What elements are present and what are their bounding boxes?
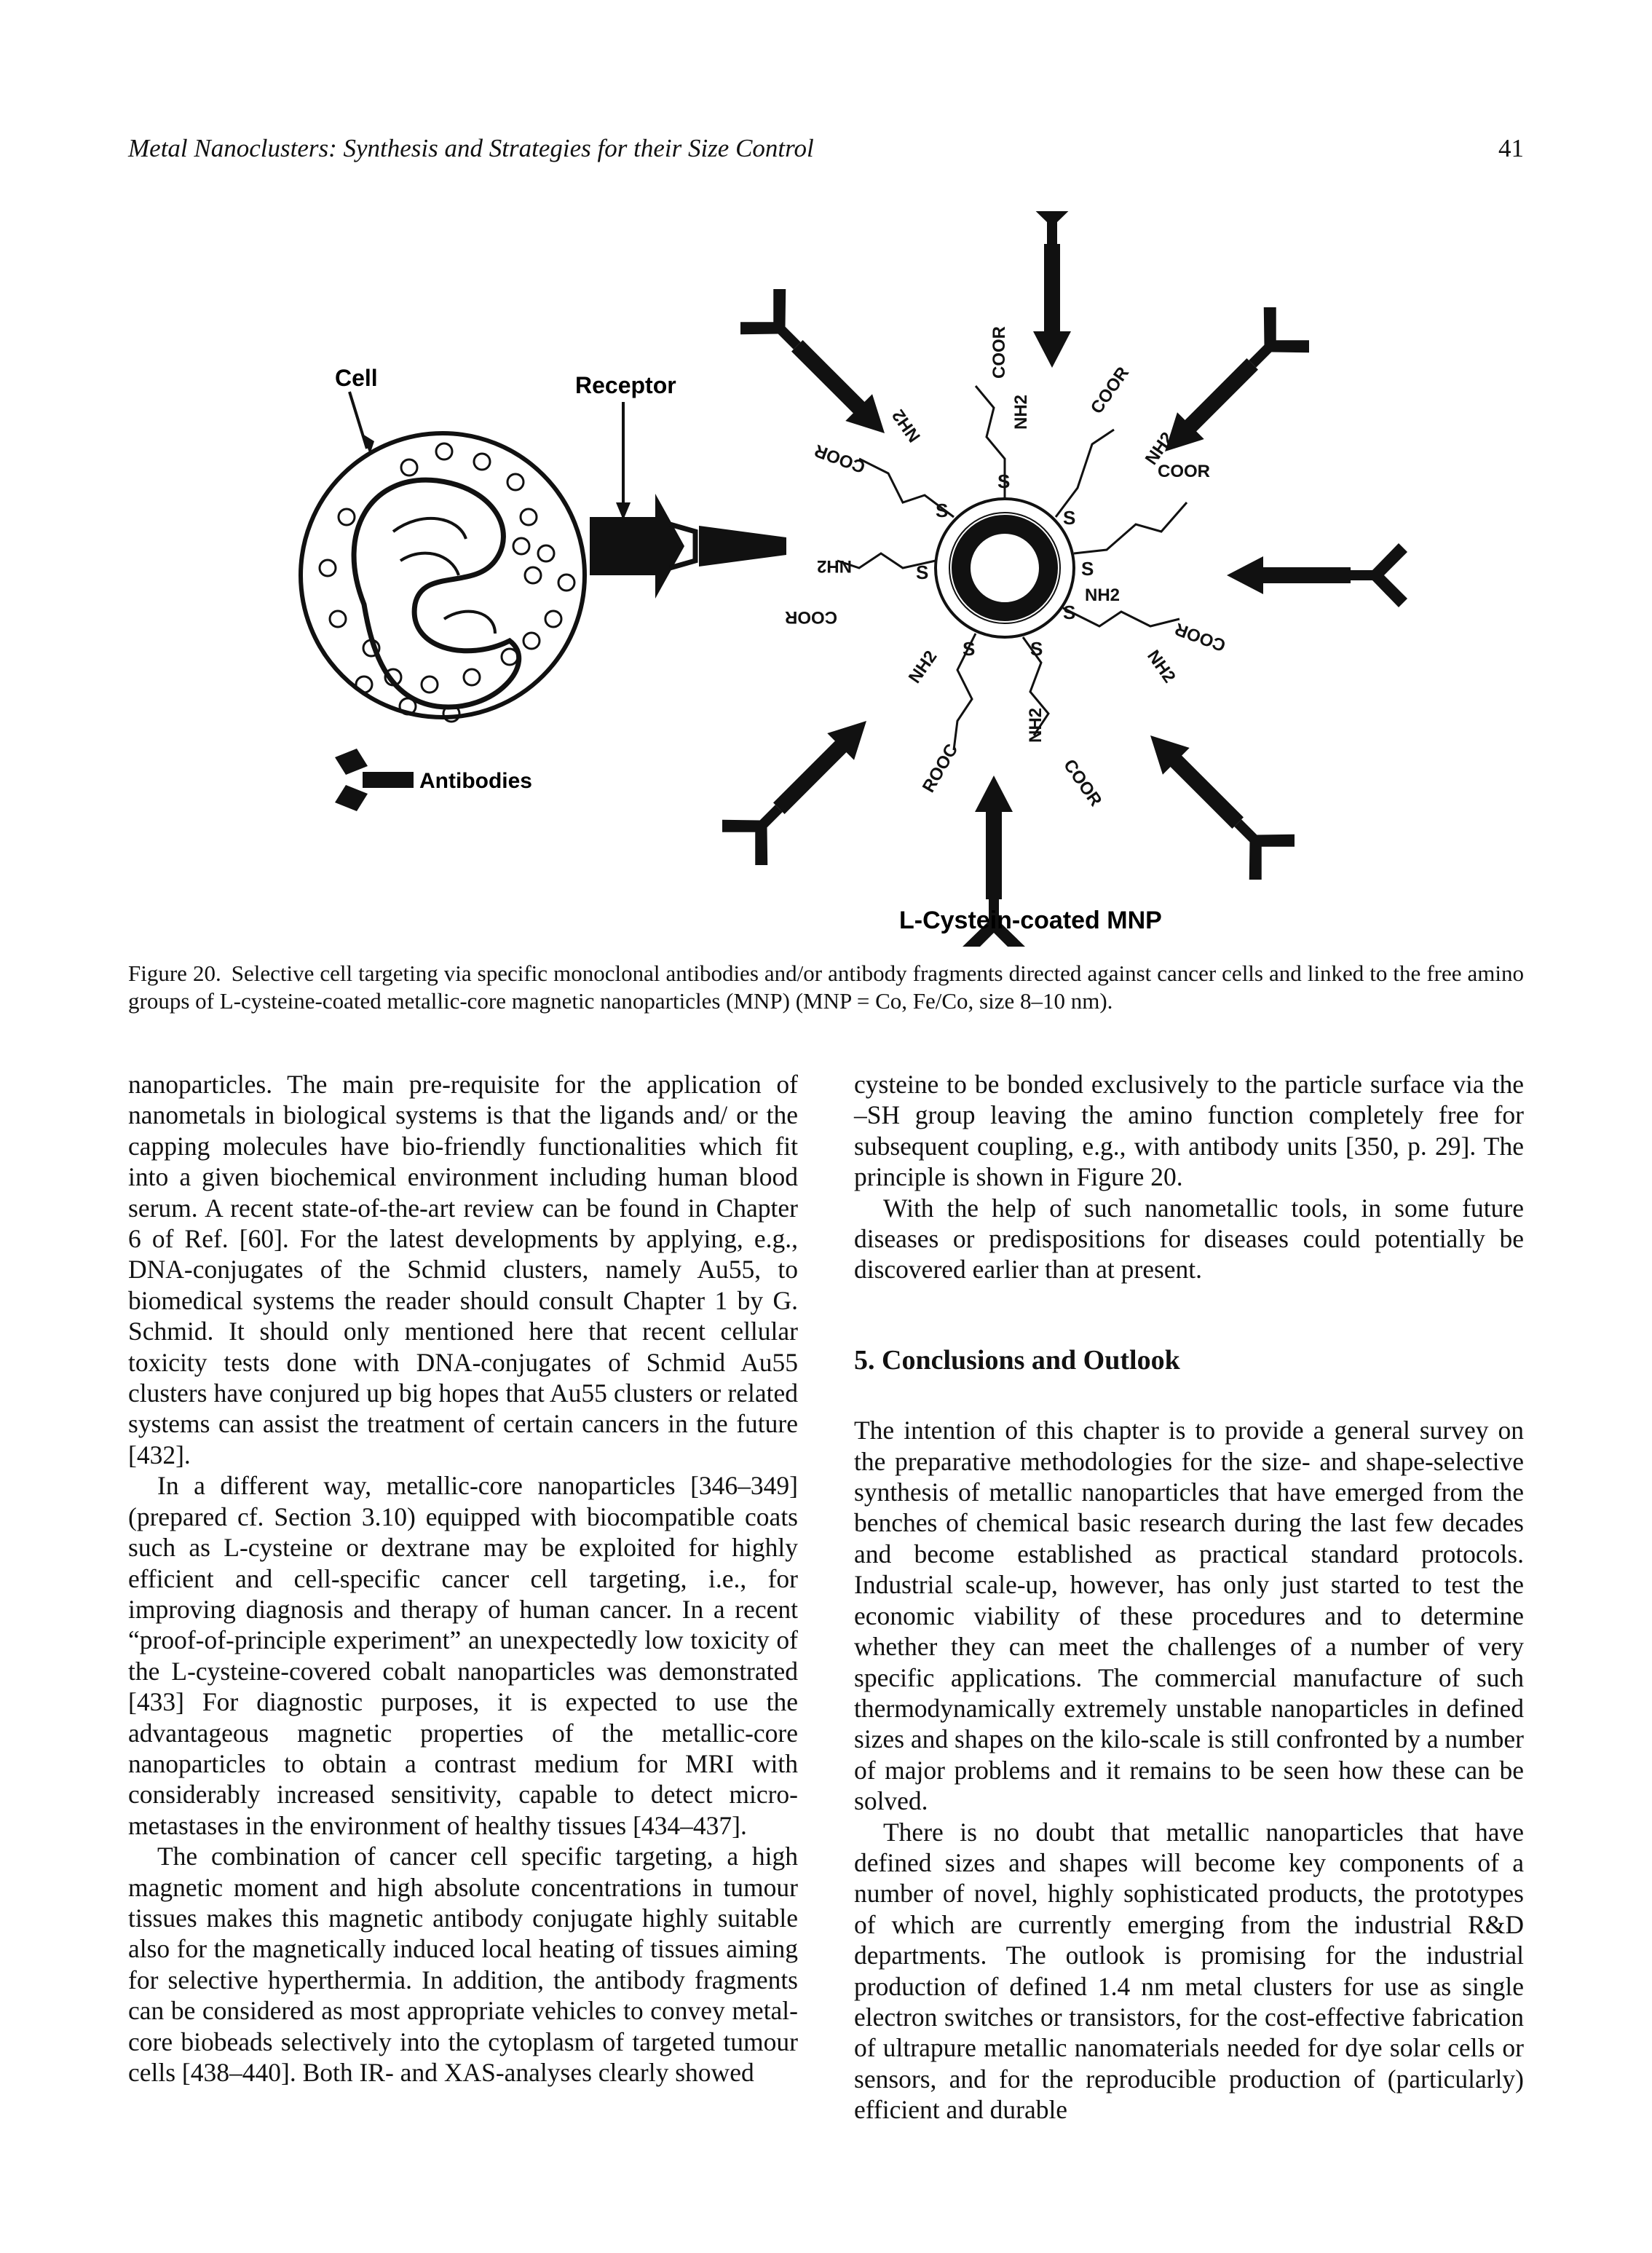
paragraph: In a different way, metallic-core nanopa… <box>128 1471 798 1840</box>
paragraph: There is no doubt that metallic nanopart… <box>854 1817 1524 2125</box>
paragraph: cysteine to be bonded exclusively to the… <box>854 1070 1524 1192</box>
sulfur-label: S <box>1081 558 1094 580</box>
nh2-label: NH2 <box>1026 708 1046 743</box>
sulfur-label: S <box>1030 638 1043 660</box>
nh2-label: NH2 <box>1143 647 1179 687</box>
left-column: nanoparticles. The main pre-requisite fo… <box>128 1069 798 2088</box>
sulfur-label: S <box>963 638 975 660</box>
right-column: cysteine to be bonded exclusively to the… <box>854 1069 1524 2126</box>
page-number: 41 <box>1498 134 1524 162</box>
targeting-arrow <box>590 494 786 599</box>
figure-20: S S S S S S S S NH2 COOR NH2 COOR COOR N… <box>277 211 1514 947</box>
coor-label: COOR <box>785 607 837 627</box>
cell-label: Cell <box>335 365 378 391</box>
running-title: Metal Nanoclusters: Synthesis and Strate… <box>128 134 814 162</box>
figure-illustration: S S S S S S S S NH2 COOR NH2 COOR COOR N… <box>299 211 1407 947</box>
nh2-label: NH2 <box>1011 395 1031 430</box>
coor-label: COOR <box>1158 462 1210 481</box>
coor-label: COOR <box>1172 619 1228 655</box>
sulfur-label: S <box>916 561 928 583</box>
running-header: Metal Nanoclusters: Synthesis and Strate… <box>128 134 1524 170</box>
cell-diagram <box>299 391 631 723</box>
sulfur-label: S <box>936 500 948 521</box>
figure-caption-text: Selective cell targeting via specific mo… <box>128 960 1525 1014</box>
sulfur-label: S <box>1063 507 1075 529</box>
paragraph: nanoparticles. The main pre-requisite fo… <box>128 1070 798 1469</box>
paragraph: The combination of cancer cell specific … <box>128 1842 798 2087</box>
coor-label: COOR <box>989 326 1009 379</box>
figure-caption: Figure 20.Selective cell targeting via s… <box>128 960 1524 1015</box>
nh2-label: NH2 <box>1085 585 1120 605</box>
mnp-label: L-Cystein-coated MNP <box>899 907 1162 934</box>
rooc-label: ROOC <box>919 741 962 796</box>
nh2-label: NH2 <box>888 406 925 446</box>
antibody-glyphs <box>716 211 1407 947</box>
antibodies-label: Antibodies <box>419 769 532 793</box>
figure-caption-label: Figure 20. <box>128 960 221 986</box>
receptor-label: Receptor <box>575 372 676 398</box>
section-heading: 5. Conclusions and Outlook <box>854 1344 1180 1376</box>
paragraph: With the help of such nanometallic tools… <box>854 1193 1524 1285</box>
coor-label: COOR <box>1059 756 1105 810</box>
antibodies-legend <box>335 749 414 811</box>
cysteine-ligands <box>837 385 1188 751</box>
sulfur-label: S <box>1063 601 1075 623</box>
coor-label: COOR <box>812 441 868 477</box>
nh2-label: NH2 <box>905 647 941 687</box>
sulfur-label: S <box>997 470 1010 492</box>
paragraph: The intention of this chapter is to prov… <box>854 1416 1524 1816</box>
coor-label: COOR <box>1087 363 1133 417</box>
nh2-label: NH2 <box>817 556 852 576</box>
mnp-core <box>934 497 1075 639</box>
